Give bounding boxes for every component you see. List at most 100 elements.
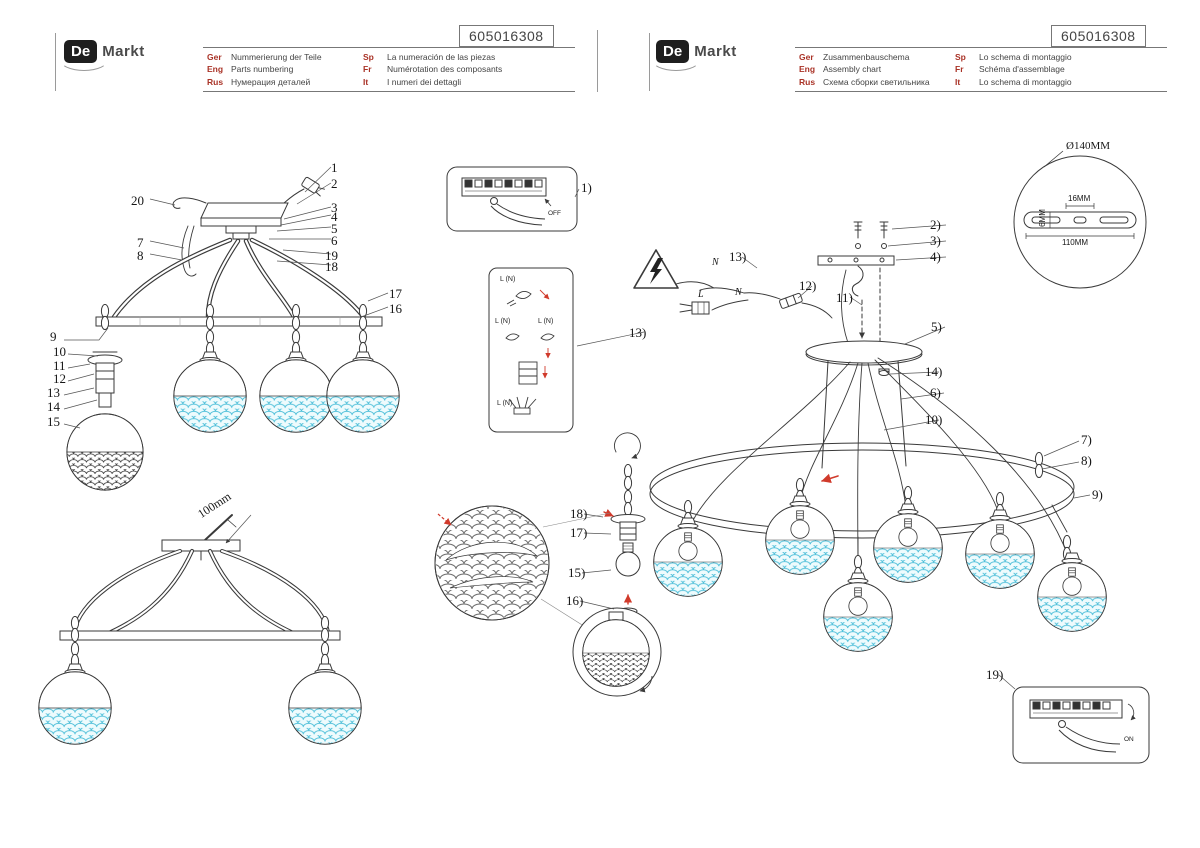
wire-label-n: N bbox=[735, 287, 742, 298]
legend-code: Sp bbox=[363, 52, 374, 62]
legend-text: Схема сборки светильника bbox=[823, 76, 930, 87]
legend-text: Parts numbering bbox=[231, 64, 294, 75]
part-label-9: 9 bbox=[50, 329, 57, 344]
mount-detail-circle bbox=[1013, 150, 1147, 289]
chandelier-bottom-view bbox=[38, 514, 362, 745]
legend-code: Rus bbox=[799, 76, 816, 87]
part-label-4: 4 bbox=[331, 209, 338, 224]
legend-text: Schéma d'assemblage bbox=[979, 64, 1065, 75]
step-label-8: 8) bbox=[1081, 453, 1092, 468]
part-label-5: 5 bbox=[331, 221, 338, 236]
switch-on-label: ON bbox=[1124, 736, 1134, 743]
step-label-7: 7) bbox=[1081, 432, 1092, 447]
legend-code: Ger bbox=[799, 52, 814, 62]
brand-logo: De Markt bbox=[59, 36, 145, 71]
step-label-13: 13) bbox=[729, 249, 747, 264]
model-number: 605016308 bbox=[1051, 25, 1146, 47]
step-label-5: 5) bbox=[931, 319, 942, 334]
dim-label-6mm: 6MM bbox=[1037, 209, 1047, 227]
step-label-15: 15) bbox=[568, 565, 586, 580]
legend-code: It bbox=[363, 76, 369, 87]
glass-pattern-detail-circle bbox=[434, 505, 611, 641]
part-label-8: 8 bbox=[137, 248, 144, 263]
logo-de-tile: De bbox=[64, 39, 98, 63]
logo-de-tile: De bbox=[656, 39, 690, 63]
step-label-6: 6) bbox=[930, 385, 941, 400]
dim-label-110mm: 110MM bbox=[1062, 238, 1089, 247]
step-label-18: 18) bbox=[570, 506, 588, 521]
legend-code: Fr bbox=[363, 64, 372, 75]
wire-label-ln: L (N) bbox=[500, 276, 516, 283]
legend-text: Lo schema di montaggio bbox=[979, 52, 1072, 62]
assembly-diagram bbox=[603, 221, 1107, 652]
legend-code: Sp bbox=[955, 52, 966, 62]
logo-swoosh-icon bbox=[651, 47, 701, 71]
part-label-12: 12 bbox=[53, 371, 66, 386]
detail-ref-label-1: 1) bbox=[581, 180, 592, 195]
legend-code: It bbox=[955, 76, 961, 87]
legend-code: Fr bbox=[955, 64, 964, 75]
step-label-17: 17) bbox=[570, 525, 588, 540]
fold-mark bbox=[597, 30, 598, 92]
switch-detail-box-right bbox=[1012, 686, 1150, 764]
step-label-12: 12) bbox=[799, 278, 817, 293]
legend-left: Ger Nummerierung der Teile Eng Parts numbe… bbox=[203, 47, 575, 92]
legend-text: Lo schema di montaggio bbox=[979, 76, 1072, 87]
step-label-9: 9) bbox=[1092, 487, 1103, 502]
part-label-3: 3 bbox=[331, 200, 338, 215]
legend-text: Numérotation des composants bbox=[387, 64, 503, 75]
legend-text: I numeri dei dettagli bbox=[387, 76, 462, 87]
switch-off-label: OFF bbox=[548, 210, 561, 217]
step-label-14: 14) bbox=[925, 364, 943, 379]
step-label-19: 19) bbox=[986, 667, 1004, 682]
page-edge-mark bbox=[55, 33, 56, 91]
legend-code: Eng bbox=[799, 64, 816, 75]
warning-triangle-icon bbox=[633, 249, 679, 289]
wire-label-n: N bbox=[712, 257, 719, 268]
dim-label-140mm: Ø140MM bbox=[1066, 140, 1111, 152]
left-leader-lines bbox=[63, 166, 580, 544]
part-label-18: 18 bbox=[325, 259, 338, 274]
part-label-11: 11 bbox=[53, 358, 66, 373]
legend-code: Eng bbox=[207, 64, 224, 75]
page-edge-mark bbox=[649, 33, 650, 91]
step-label-11: 11) bbox=[836, 290, 853, 305]
step-label-13b: 13) bbox=[629, 325, 647, 340]
part-label-10: 10 bbox=[53, 344, 66, 359]
legend-right: Ger Zusammenbauschema Eng Assembly chart R… bbox=[795, 47, 1167, 92]
part-label-1: 1 bbox=[331, 160, 338, 175]
wire-label-l: L bbox=[698, 289, 704, 300]
step-label-3: 3) bbox=[930, 233, 941, 248]
wire-label-ln: L (N) bbox=[538, 318, 554, 325]
part-label-14: 14 bbox=[47, 399, 60, 414]
part-label-16: 16 bbox=[389, 301, 402, 316]
model-number: 605016308 bbox=[459, 25, 554, 47]
legend-text: Нумерация деталей bbox=[231, 76, 311, 87]
part-label-20: 20 bbox=[131, 193, 144, 208]
globe-detail-circle bbox=[572, 607, 662, 697]
switch-detail-box bbox=[446, 166, 578, 232]
right-leader-lines bbox=[576, 224, 1091, 690]
wire-label-ln: L (N) bbox=[495, 318, 511, 325]
part-label-17: 17 bbox=[389, 286, 402, 301]
legend-code: Ger bbox=[207, 52, 222, 62]
wire-label-ln: L (N) bbox=[497, 400, 513, 407]
brand-logo: De Markt bbox=[651, 36, 737, 71]
step-label-10: 10) bbox=[925, 412, 943, 427]
part-label-19: 19 bbox=[325, 248, 338, 263]
legend-text: Nummerierung der Teile bbox=[231, 52, 322, 62]
step-label-2: 2) bbox=[930, 217, 941, 232]
part-label-15: 15 bbox=[47, 414, 60, 429]
part-label-2: 2 bbox=[331, 176, 338, 191]
chandelier-parts-view bbox=[66, 176, 400, 491]
step-label-4: 4) bbox=[930, 249, 941, 264]
legend-text: Assembly chart bbox=[823, 64, 882, 75]
legend-text: Zusammenbauschema bbox=[823, 52, 910, 62]
part-label-13: 13 bbox=[47, 385, 60, 400]
step-label-16: 16) bbox=[566, 593, 584, 608]
part-label-6: 6 bbox=[331, 233, 338, 248]
dim-label-16mm: 16MM bbox=[1068, 194, 1091, 203]
logo-swoosh-icon bbox=[59, 47, 109, 71]
